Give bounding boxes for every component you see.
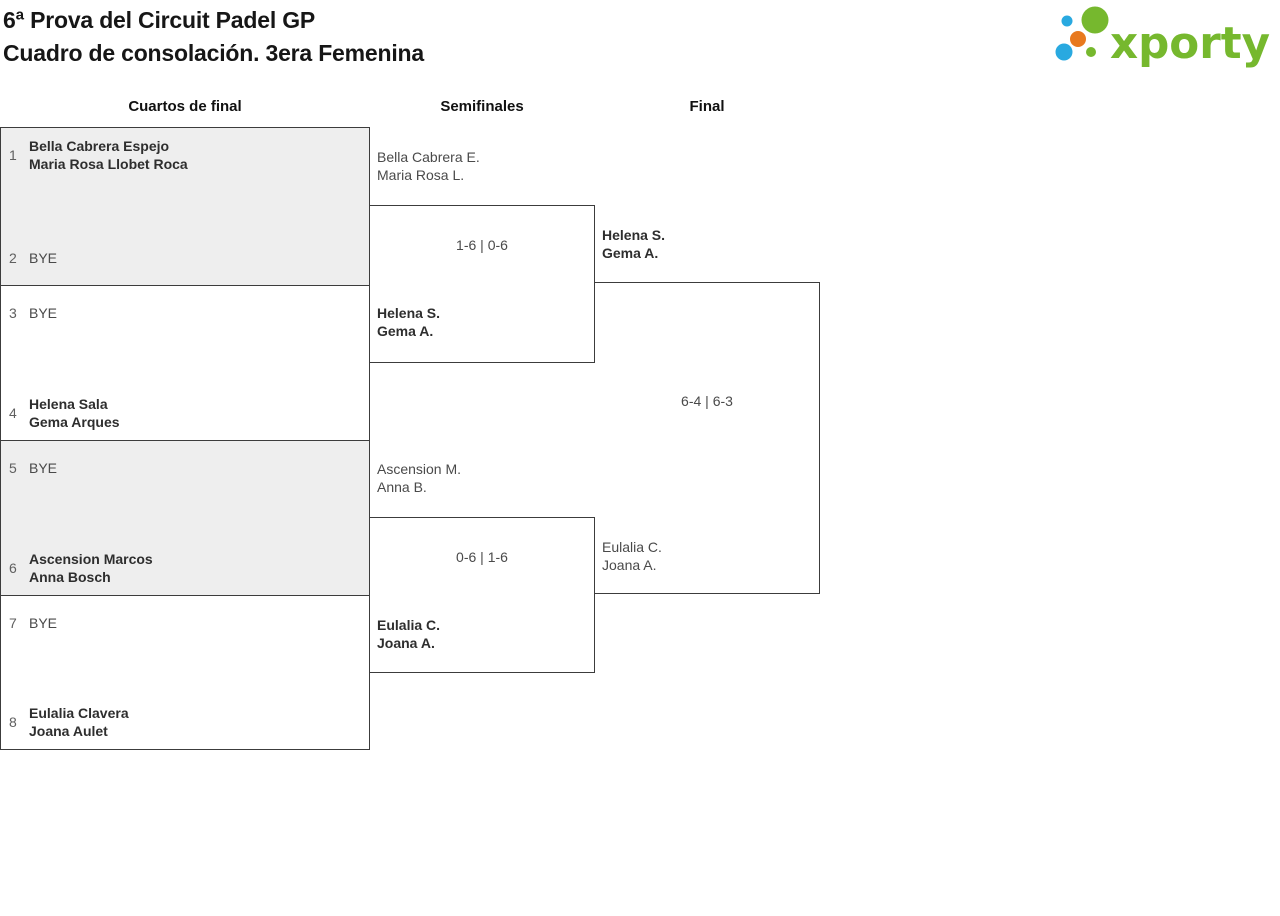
final-top-team: Helena S. Gema A.	[602, 227, 666, 261]
round-header-quarterfinals: Cuartos de final	[128, 98, 242, 115]
qf-match-1: 1 Bella Cabrera Espejo Maria Rosa Llobet…	[0, 127, 370, 285]
team-name: Helena Sala Gema Arques	[29, 396, 120, 430]
qf1-bottom-slot: 2 BYE	[1, 240, 369, 276]
page-title: 6ª Prova del Circuit Padel GP Cuadro de …	[3, 4, 424, 70]
team-name: BYE	[29, 250, 58, 266]
seed-number: 3	[9, 305, 17, 321]
round-header-final: Final	[689, 98, 725, 115]
title-line2: Cuadro de consolación. 3era Femenina	[3, 40, 424, 66]
team-name: BYE	[29, 460, 58, 476]
qf4-top-slot: 7 BYE	[1, 605, 369, 641]
team-name: Bella Cabrera Espejo Maria Rosa Llobet R…	[29, 138, 188, 172]
team-name: BYE	[29, 615, 58, 631]
qf3-bottom-slot: 6 Ascension Marcos Anna Bosch	[1, 550, 369, 586]
qf1-top-slot: 1 Bella Cabrera Espejo Maria Rosa Llobet…	[1, 137, 369, 173]
logo-dot-green-small-icon	[1086, 47, 1096, 57]
sf1-bottom-team: Helena S. Gema A.	[377, 305, 441, 339]
qf-match-4: 7 BYE 8 Eulalia Clavera Joana Aulet	[0, 595, 370, 750]
seed-number: 4	[9, 405, 17, 421]
seed-number: 1	[9, 147, 17, 163]
sf2-bottom-team: Eulalia C. Joana A.	[377, 617, 441, 651]
sf2-top-team: Ascension M. Anna B.	[377, 461, 462, 495]
seed-number: 2	[9, 250, 17, 266]
title-line1: 6ª Prova del Circuit Padel GP	[3, 7, 316, 33]
team-name: Ascension Marcos Anna Bosch	[29, 551, 153, 585]
sf-match-1-box	[369, 205, 595, 363]
qf-match-3: 5 BYE 6 Ascension Marcos Anna Bosch	[0, 440, 370, 595]
final-bottom-team: Eulalia C. Joana A.	[602, 539, 662, 573]
qf3-top-slot: 5 BYE	[1, 450, 369, 486]
team-name: BYE	[29, 305, 58, 321]
xporty-logo[interactable]: xporty	[1046, 2, 1276, 74]
qf4-bottom-slot: 8 Eulalia Clavera Joana Aulet	[1, 704, 369, 740]
logo-dot-green-large-icon	[1081, 6, 1109, 34]
logo-dot-blue-large-icon	[1055, 43, 1073, 61]
logo-dot-blue-small-icon	[1061, 15, 1073, 27]
sf2-score: 0-6 | 1-6	[456, 549, 508, 565]
seed-number: 8	[9, 714, 17, 730]
seed-number: 5	[9, 460, 17, 476]
sf1-top-team: Bella Cabrera E. Maria Rosa L.	[377, 149, 480, 183]
team-name: Eulalia Clavera Joana Aulet	[29, 705, 129, 739]
qf2-top-slot: 3 BYE	[1, 295, 369, 331]
seed-number: 7	[9, 615, 17, 631]
sf-match-2-box	[369, 517, 595, 673]
qf2-bottom-slot: 4 Helena Sala Gema Arques	[1, 395, 369, 431]
sf1-score: 1-6 | 0-6	[456, 237, 508, 253]
logo-dot-orange-icon	[1070, 31, 1086, 47]
logo-wordmark: xporty	[1110, 18, 1270, 69]
seed-number: 6	[9, 560, 17, 576]
round-header-semifinals: Semifinales	[440, 98, 524, 115]
final-score: 6-4 | 6-3	[681, 393, 733, 409]
qf-match-2: 3 BYE 4 Helena Sala Gema Arques	[0, 285, 370, 440]
final-match-box	[594, 282, 820, 594]
